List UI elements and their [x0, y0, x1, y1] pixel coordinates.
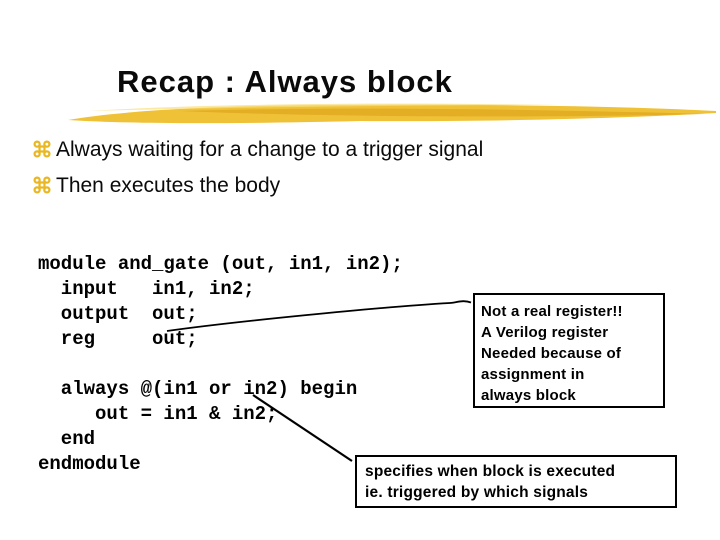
callout-text: Not a real register!! A Verilog register…: [481, 303, 623, 404]
callout-text: specifies when block is executed ie. tri…: [365, 463, 616, 501]
verilog-code-block: module and_gate (out, in1, in2); input i…: [38, 253, 403, 475]
list-item: Always waiting for a change to a trigger…: [33, 136, 673, 172]
callout-box-trigger-note: specifies when block is executed ie. tri…: [355, 455, 677, 508]
callout-box-register-note: Not a real register!! A Verilog register…: [473, 293, 665, 408]
command-bullet-icon: [33, 176, 51, 194]
bullet-list: Always waiting for a change to a trigger…: [33, 136, 673, 208]
brush-stroke-highlight: [90, 103, 560, 111]
bullet-text: Always waiting for a change to a trigger…: [56, 138, 484, 161]
brush-stroke-dark-streak: [180, 108, 705, 117]
slide-title: Recap : Always block: [117, 64, 453, 99]
list-item: Then executes the body: [33, 172, 673, 208]
command-bullet-icon: [33, 140, 51, 158]
brush-stroke-underline: [68, 103, 716, 124]
bullet-text: Then executes the body: [56, 174, 281, 197]
